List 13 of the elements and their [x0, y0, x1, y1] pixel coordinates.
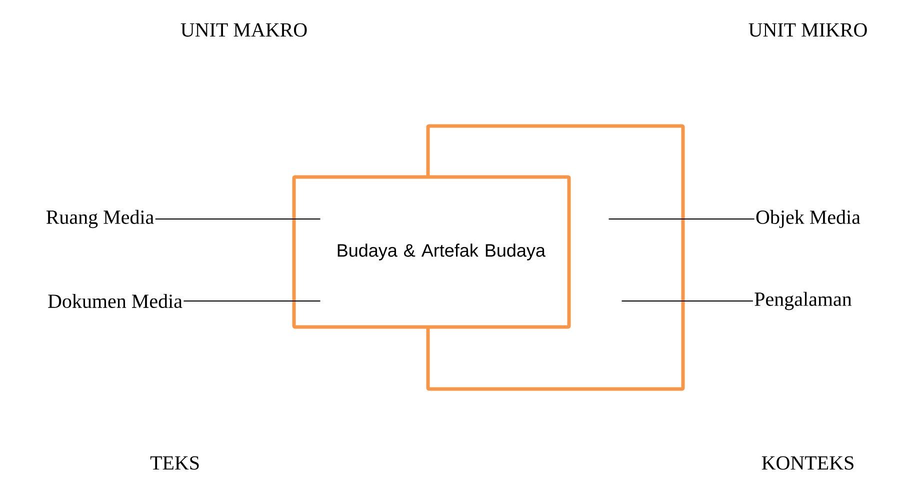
leader-line	[621, 300, 754, 302]
heading-label: KONTEKS	[762, 456, 854, 470]
term-label: Objek Media	[756, 210, 860, 228]
leader-line	[154, 218, 321, 220]
heading-label: UNIT MAKRO	[180, 23, 307, 37]
term-label: Dokumen Media	[48, 294, 182, 308]
leader-line	[608, 218, 755, 220]
heading-label: TEKS	[150, 456, 199, 470]
term-label: Pengalaman	[754, 292, 852, 310]
heading-label: UNIT MIKRO	[748, 23, 867, 37]
concept-box: Budaya & Artefak Budaya	[292, 175, 571, 329]
leader-line	[183, 300, 321, 302]
term-label: Ruang Media	[46, 210, 154, 228]
